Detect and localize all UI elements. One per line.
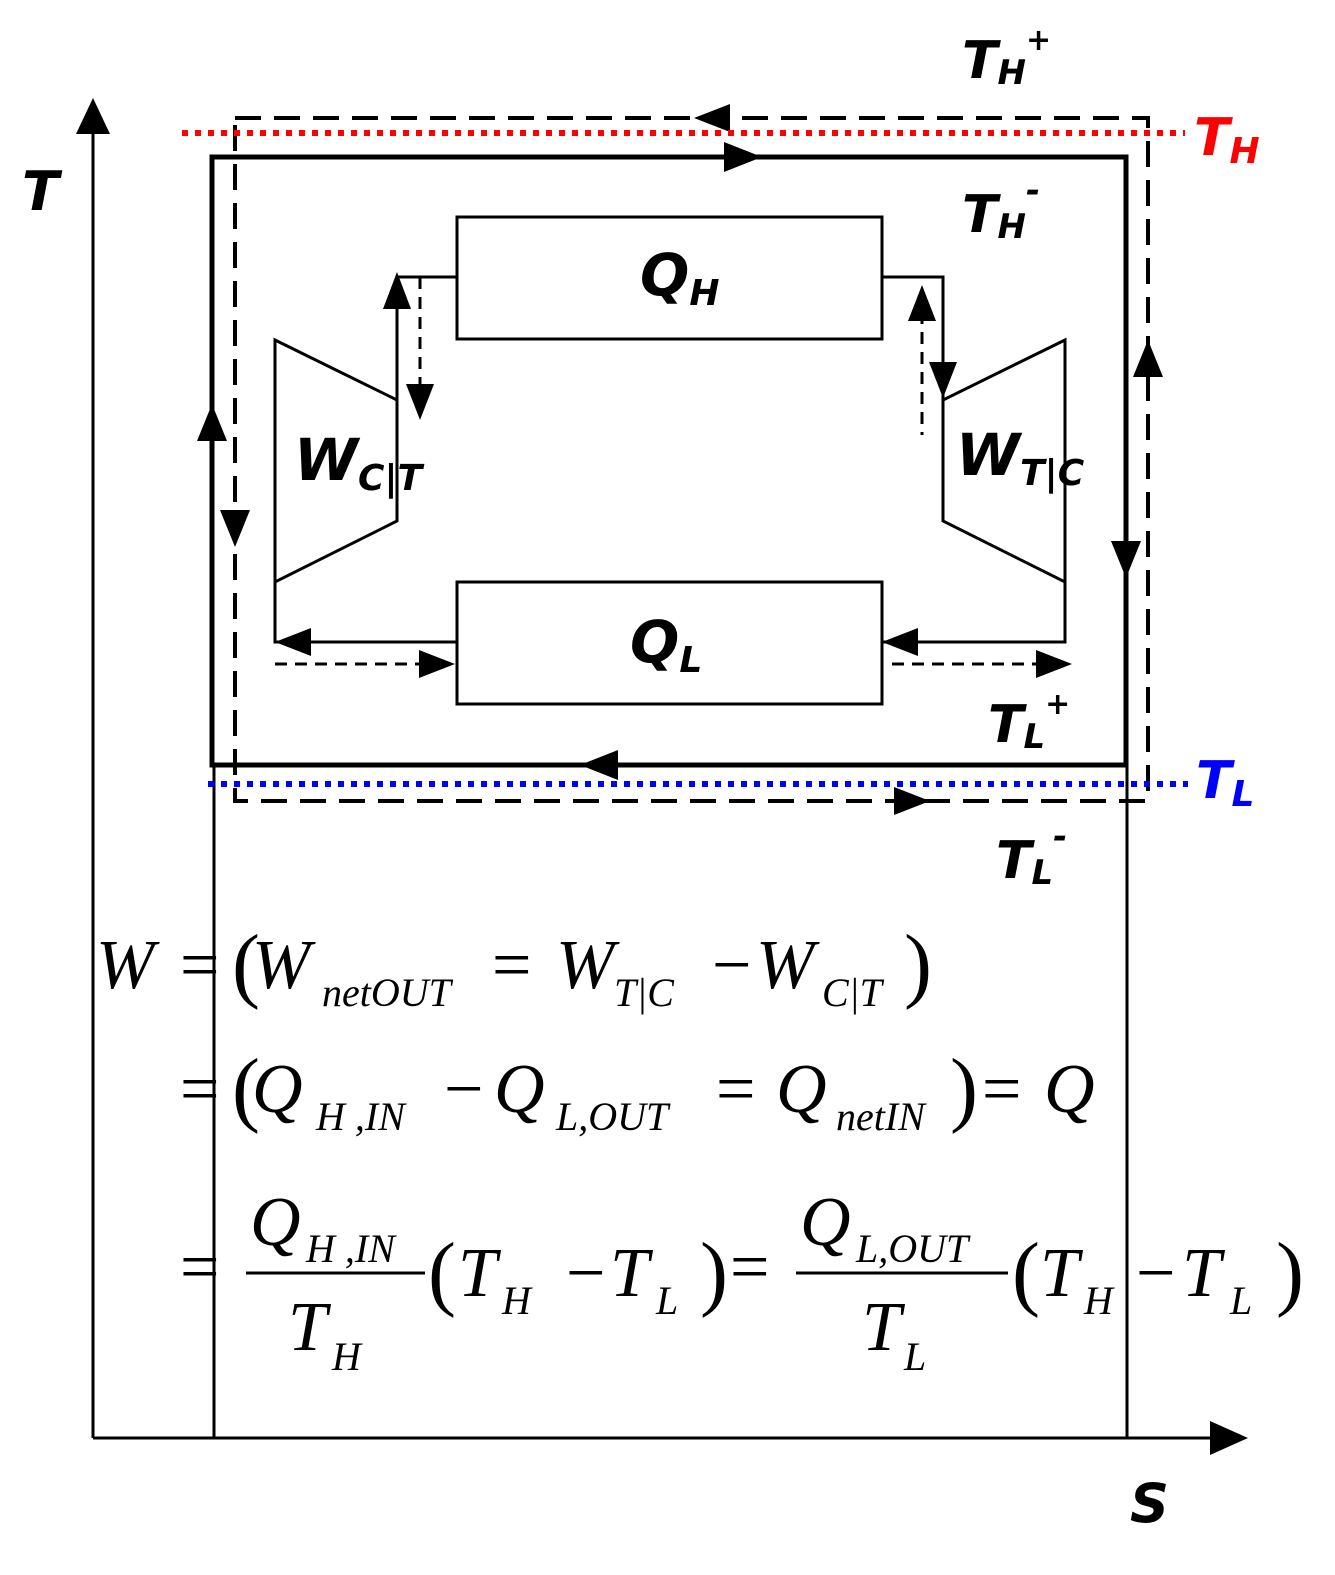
eq2-equals-2: = — [716, 1051, 755, 1128]
solid-left-arrow — [197, 404, 227, 441]
eq2-close-paren: ) — [950, 1042, 978, 1135]
dashed-right-arrow — [1133, 340, 1163, 377]
solid-cycle-rect — [209, 154, 1129, 768]
eq1-lhs: W — [96, 927, 160, 1004]
eq3-th-1: T — [458, 1235, 502, 1312]
eq3-frac2-num-sub: L,OUT — [855, 1226, 971, 1271]
eq2-open-paren: ( — [232, 1042, 260, 1135]
eq3-equals: = — [180, 1229, 219, 1306]
th-plus-label: TH+ — [962, 23, 1051, 93]
eq2-minus: − — [444, 1051, 483, 1128]
pipe-arrow-up-left — [383, 272, 411, 309]
dashed-cycle-rect — [233, 116, 1150, 803]
dashed-left-arrow — [220, 510, 250, 547]
dashed-pipe-arrow-right-right — [1036, 650, 1072, 678]
eq3-tl-1-sub: L — [655, 1278, 678, 1323]
pipe-arrow-down-right — [929, 362, 957, 398]
right-machine-shape — [941, 337, 1067, 585]
qh-label: QH — [640, 241, 719, 314]
pipe-arrow-left-bottom-left — [275, 628, 311, 656]
equation-line-3: = Q H ,IN T H ( T H − T L ) = Q L,OUT T … — [180, 1184, 1304, 1379]
eq3-tl-1: T — [610, 1235, 654, 1312]
tl-label: TL — [1196, 751, 1254, 815]
eq1-wtc-sub: T|C — [614, 970, 675, 1015]
eq1-wnet: W — [252, 927, 316, 1004]
eq1-wnet-sub: netOUT — [322, 970, 454, 1015]
eq1-minus: − — [712, 927, 751, 1004]
eq3-frac2-den: T — [862, 1289, 906, 1366]
pipe-arrow-left-bottom-right — [882, 628, 918, 656]
dashed-top-arrow — [694, 104, 730, 132]
eq2-qlout: Q — [494, 1051, 545, 1128]
eq2-qhin-sub: H ,IN — [315, 1094, 407, 1139]
eq1-wct-sub: C|T — [822, 970, 885, 1015]
axes: T S — [22, 98, 1248, 1535]
solid-top-arrow — [724, 142, 762, 172]
th-label: TH — [1194, 108, 1260, 172]
solid-right-arrow — [1111, 541, 1141, 578]
eq1-equals-2: = — [492, 927, 531, 1004]
eq3-paren2-open: ( — [1012, 1226, 1040, 1319]
eq2-qnetin-sub: netIN — [836, 1094, 927, 1139]
eq3-minus-2: − — [1136, 1235, 1175, 1312]
eq2-qlout-sub: L,OUT — [555, 1094, 671, 1139]
eq3-frac2-den-sub: L — [903, 1334, 926, 1379]
ql-exchanger-box — [455, 580, 884, 706]
eq3-th-1-sub: H — [501, 1278, 533, 1323]
t-axis-label: T — [22, 160, 63, 223]
eq3-paren1-close: ) — [700, 1226, 728, 1319]
eq2-q: Q — [1044, 1051, 1095, 1128]
eq3-frac1-den: T — [288, 1289, 332, 1366]
eq2-equals-3: = — [982, 1051, 1021, 1128]
dashed-bottom-arrow — [894, 787, 930, 815]
eq3-th-2-sub: H — [1083, 1278, 1115, 1323]
eq3-tl-2-sub: L — [1229, 1278, 1252, 1323]
eq1-open-paren: ( — [232, 918, 260, 1011]
eq3-tl-2: T — [1182, 1235, 1226, 1312]
ql-label: QL — [630, 608, 702, 681]
eq1-wtc: W — [556, 927, 620, 1004]
eq2-equals: = — [180, 1051, 219, 1128]
eq3-frac2-num: Q — [800, 1184, 851, 1261]
s-axis-label: S — [1130, 1472, 1169, 1535]
eq2-qnetin: Q — [776, 1051, 827, 1128]
eq3-minus-1: − — [566, 1235, 605, 1312]
th-minus-label: TH- — [962, 171, 1040, 247]
dashed-pipe-arrow-down — [406, 384, 434, 420]
t-axis-arrowhead — [76, 98, 110, 134]
eq3-paren2-close: ) — [1276, 1226, 1304, 1319]
solid-bottom-arrow — [580, 750, 618, 780]
left-machine-label: WC|T — [294, 426, 425, 499]
eq1-close-paren: ) — [904, 918, 932, 1011]
eq3-equals-2: = — [730, 1229, 769, 1306]
tl-plus-label: TL+ — [988, 687, 1070, 757]
left-machine-shape — [273, 337, 399, 585]
eq1-wct: W — [756, 927, 820, 1004]
eq1-equals: = — [180, 927, 219, 1004]
eq3-frac1-num-sub: H ,IN — [305, 1226, 397, 1271]
s-axis-arrowhead — [1210, 1421, 1248, 1455]
equation-line-1: W = ( W netOUT = W T|C − W C|T ) — [96, 918, 932, 1015]
eq2-qhin: Q — [252, 1051, 303, 1128]
dashed-pipe-arrow-up — [908, 285, 936, 321]
dashed-pipe-arrow-right-left — [419, 650, 455, 678]
tl-minus-label: TL- — [996, 817, 1067, 893]
eq3-paren1-open: ( — [428, 1226, 456, 1319]
eq3-th-2: T — [1040, 1235, 1084, 1312]
right-machine-label: WT|C — [956, 421, 1085, 494]
eq3-frac1-num: Q — [250, 1184, 301, 1261]
eq3-frac1-den-sub: H — [331, 1334, 363, 1379]
equation-line-2: = ( Q H ,IN − Q L,OUT = Q netIN ) = Q — [180, 1042, 1095, 1139]
